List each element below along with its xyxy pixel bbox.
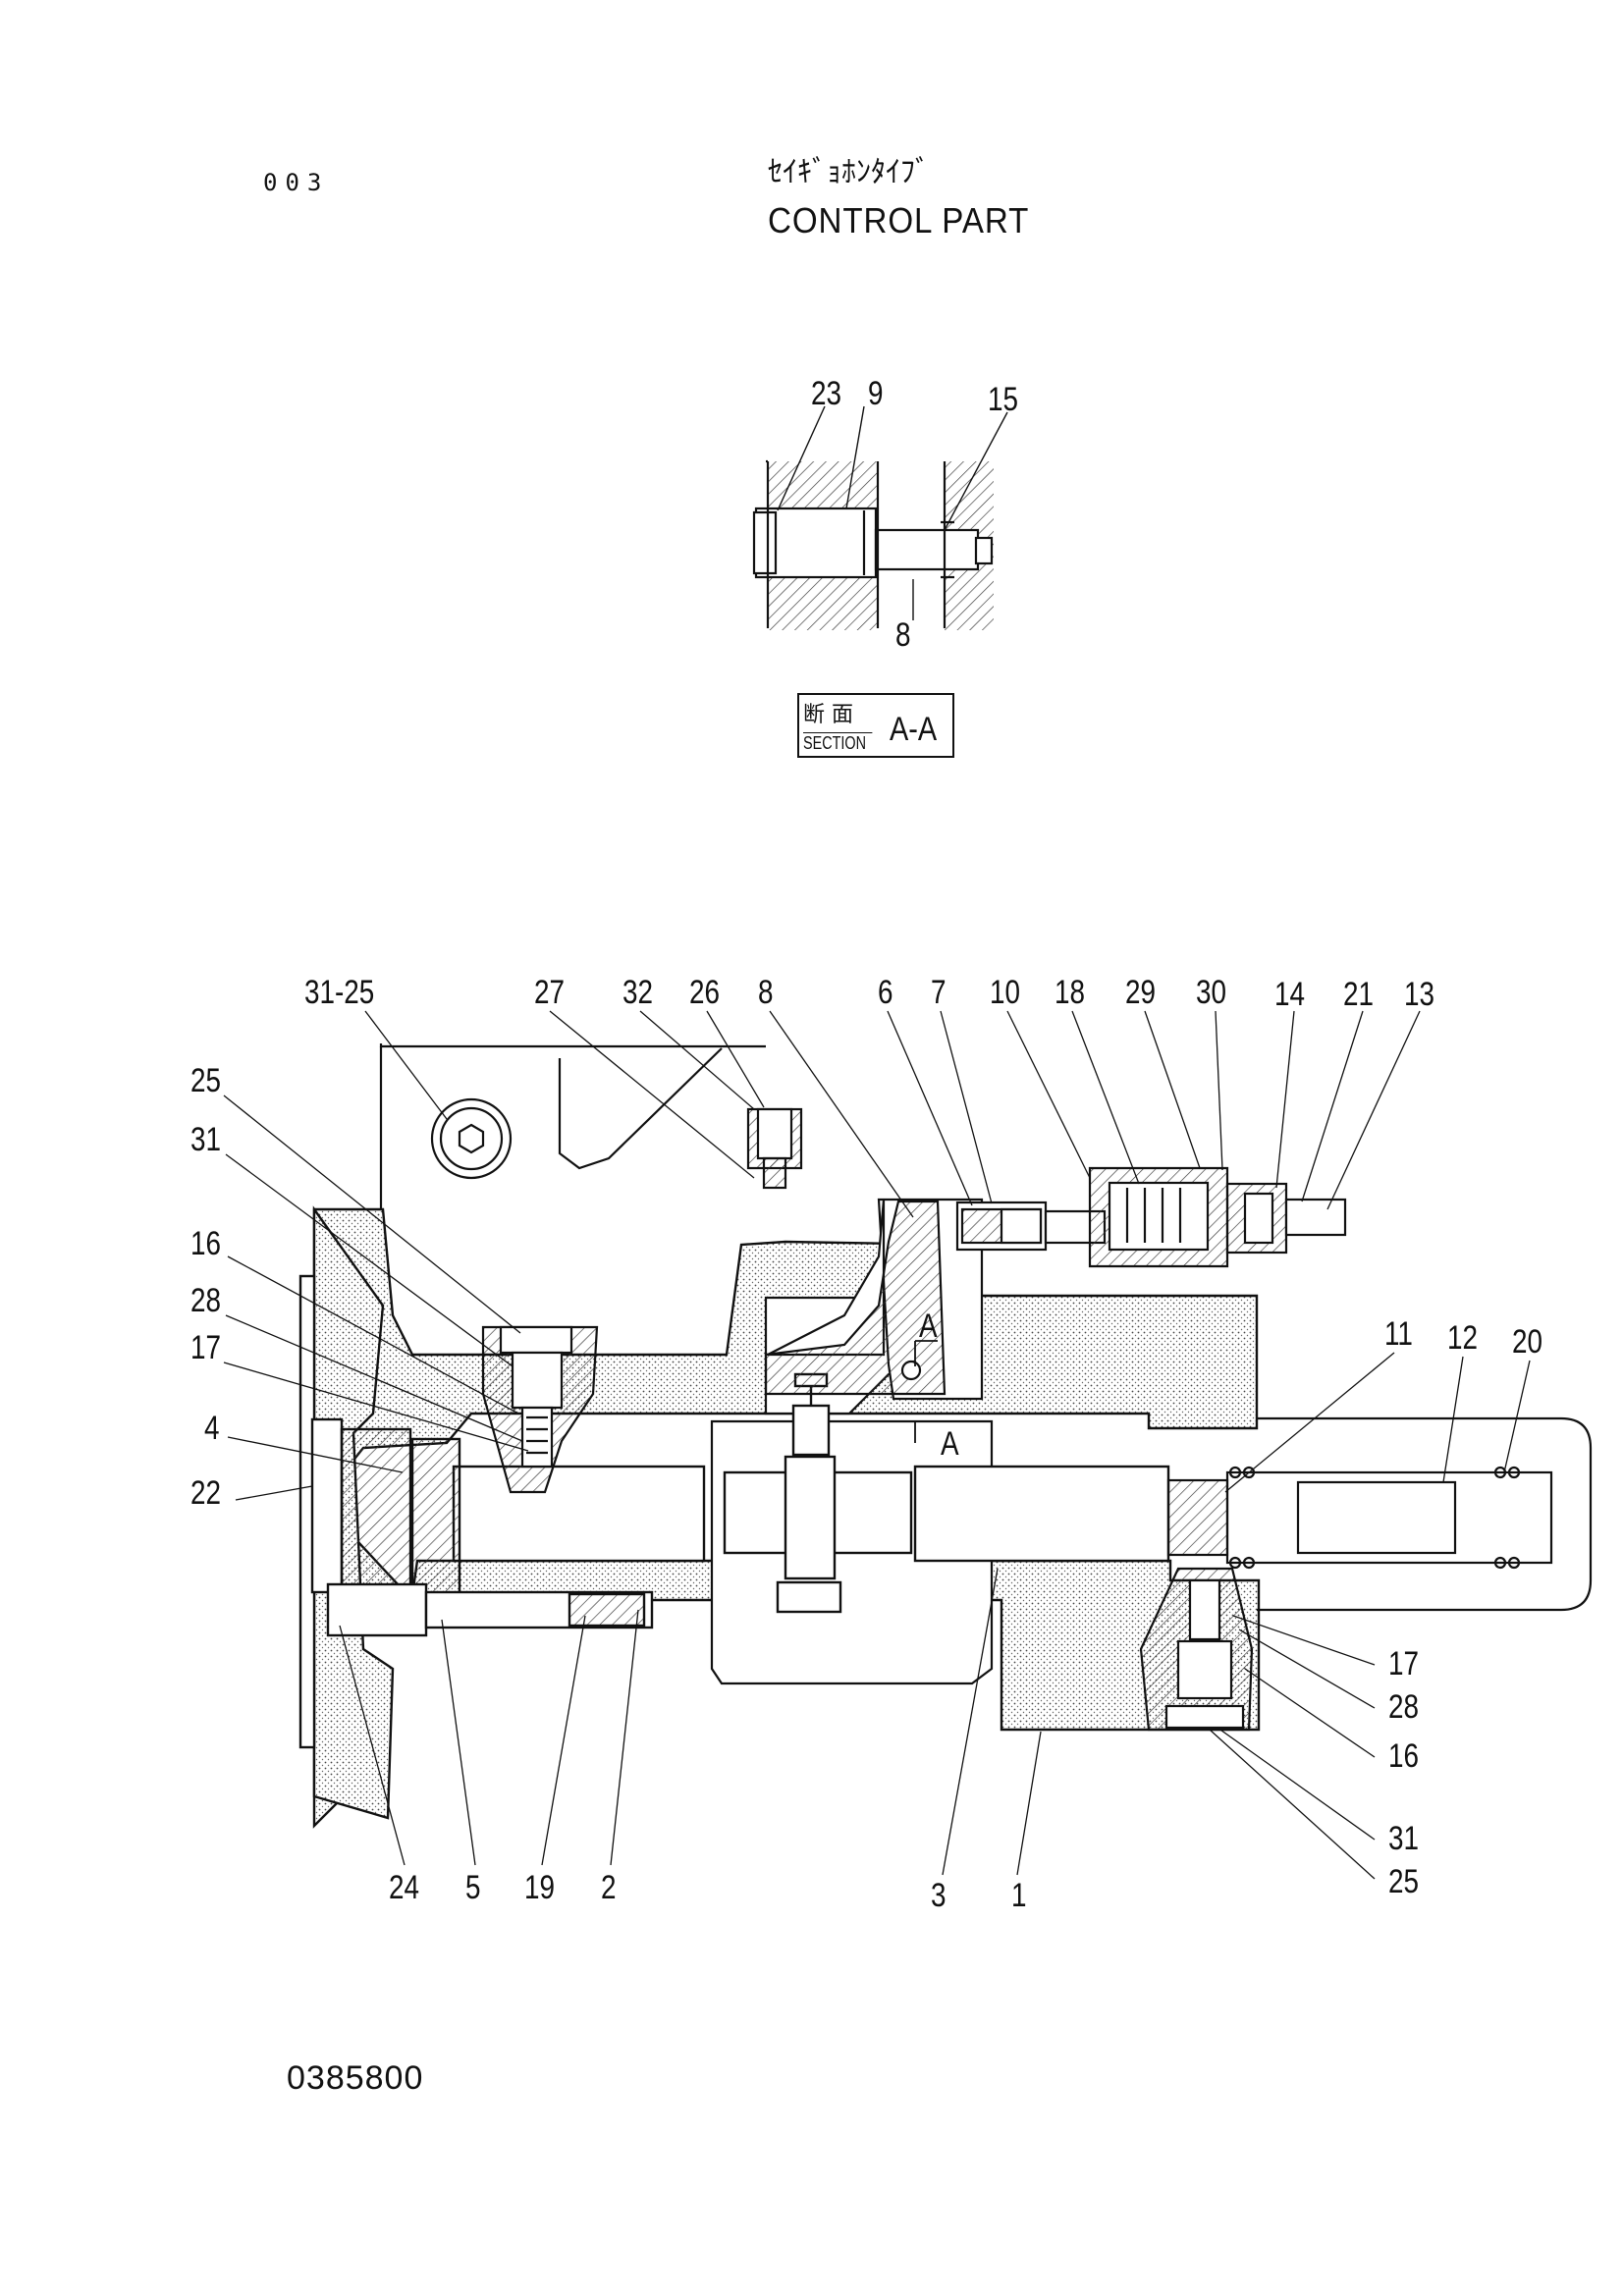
callout-10: 10 [990,974,1021,1011]
callout-31-left: 31 [190,1121,222,1158]
pilot-assembly [955,1166,1347,1268]
callout-25-left: 25 [190,1062,222,1099]
callout-5: 5 [465,1869,481,1906]
title-english: CONTROL PART [768,200,1030,240]
callout-22: 22 [190,1474,222,1512]
callout-17-right: 17 [1388,1645,1420,1682]
callout-19: 19 [524,1869,556,1906]
title-japanese: ｾｲｷﾞｮﾎﾝﾀｲﾌﾞ [768,155,930,189]
callout-16-left: 16 [190,1225,222,1262]
main-spool [452,1372,1170,1614]
callout-17-left: 17 [190,1329,222,1366]
callout-8: 8 [758,974,774,1011]
left-end-cap [298,1274,654,1749]
section-label-id: A-A [890,711,938,748]
callout-26: 26 [689,974,721,1011]
right-spring-housing [1166,1416,1593,1612]
callout-31-right: 31 [1388,1820,1420,1857]
upper-casting [379,1043,766,1247]
callout-7: 7 [931,974,947,1011]
callout-13: 13 [1404,976,1435,1013]
callout-11: 11 [1384,1315,1413,1353]
callout-32: 32 [622,974,654,1011]
callout-14: 14 [1274,976,1306,1013]
callout-8-section: 8 [895,616,911,654]
callout-21: 21 [1343,976,1375,1013]
callout-31-25: 31-25 [304,974,375,1011]
top-plug-26 [746,1107,803,1190]
callout-24: 24 [389,1869,420,1906]
section-aa-detail [752,459,994,630]
section-aa-leaders [777,405,1008,620]
callout-16-right: 16 [1388,1737,1420,1775]
section-label-jp: 断 面 [803,703,853,727]
callout-20: 20 [1512,1323,1543,1361]
callout-1: 1 [1011,1877,1027,1914]
page-number: 003 [263,169,330,196]
section-mark-upper: A [919,1308,938,1345]
callout-12: 12 [1447,1319,1479,1357]
callout-3: 3 [931,1877,947,1914]
callout-9: 9 [868,375,884,412]
callout-28-left: 28 [190,1282,222,1319]
left-check-valve [481,1325,599,1494]
callout-29: 29 [1125,974,1157,1011]
callout-23: 23 [811,375,842,412]
main-leaders [223,1010,1531,1880]
callout-6: 6 [878,974,893,1011]
callout-4: 4 [204,1410,220,1447]
right-check-valve [1139,1567,1254,1732]
callout-15: 15 [988,381,1019,418]
drawing-number: 0385800 [287,2059,424,2097]
section-label-en: SECTION [803,732,873,754]
callout-28-right: 28 [1388,1688,1420,1726]
callout-18: 18 [1055,974,1086,1011]
section-mark-lower: A [941,1425,959,1463]
callout-30: 30 [1196,974,1227,1011]
section-label-box: 断 面 SECTION A-A [797,693,954,758]
callout-2: 2 [601,1869,617,1906]
callout-27: 27 [534,974,566,1011]
callout-25-right: 25 [1388,1863,1420,1900]
section-cut-marks [914,1340,938,1443]
